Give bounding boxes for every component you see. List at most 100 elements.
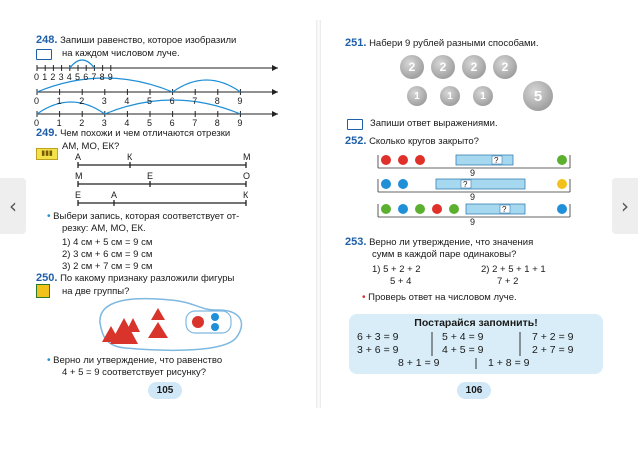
coin-2-rubles: 2 (400, 55, 424, 79)
circle-group-outline (185, 310, 232, 334)
segment-point-label: А (75, 152, 82, 162)
coin-5-rubles: 5 (523, 81, 553, 111)
ray-tick-label: 4 (124, 96, 130, 106)
ex252-heading: 252. Сколько кругов закрыто? (345, 135, 479, 148)
remember-r2-c3: 2 + 7 = 9 (532, 344, 574, 356)
ray-tick-label: 9 (237, 96, 243, 106)
ray-tick-label: 5 (75, 72, 81, 82)
bar-total: 9 (470, 217, 476, 227)
ray-tick-label: 1 (56, 118, 62, 128)
ray-tick-label: 5 (147, 96, 153, 106)
ex249-number: 249. (36, 127, 58, 139)
segment-point-label: М (75, 171, 83, 181)
ex252-number: 252. (345, 135, 367, 147)
circle-dot (557, 155, 567, 165)
ex249-text-2: АМ, МО, ЕК? (62, 141, 120, 152)
coin-1-ruble: 1 (473, 86, 493, 106)
ruler-icon: ▮▮▮ (36, 148, 58, 160)
circle-dot (415, 204, 425, 214)
unknown-mark: ? (463, 180, 468, 189)
ex250-text-2: на две группы? (62, 286, 130, 297)
ray-tick-label: 6 (169, 118, 175, 128)
ray-tick-label: 2 (79, 118, 85, 128)
ray-tick-label: 8 (99, 72, 105, 82)
ex253-text-2: сумм в каждой паре одинаковы? (372, 249, 517, 260)
book-spine (316, 20, 321, 408)
next-page-button[interactable]: › (612, 178, 638, 234)
ex253-heading: 253. Верно ли утверждение, что значения (345, 237, 533, 249)
segment-point-label: М (243, 152, 251, 162)
ex253-pair2-a: 2) 2 + 5 + 1 + 1 (481, 264, 546, 275)
circle-dot (557, 179, 567, 189)
ex251-heading: 251. Набери 9 рублей разными способами. (345, 38, 539, 50)
chevron-left-icon: ‹ (9, 194, 17, 218)
arrow-icon (272, 65, 278, 71)
circle-dot (432, 204, 442, 214)
remember-r2-c2: 4 + 5 = 9 (442, 344, 484, 356)
red-triangle-3 (126, 318, 140, 332)
remember-r2-c1: 3 + 6 = 9 (357, 344, 399, 356)
circle-dot (449, 204, 459, 214)
ex253-check-text: Проверь ответ на числовом луче. (368, 292, 517, 303)
coin-1-ruble: 1 (440, 86, 460, 106)
page-number-left: 105 (148, 382, 182, 399)
ray-tick-label: 6 (83, 72, 89, 82)
segment-point-label: Е (75, 190, 82, 200)
ray-tick-label: 7 (91, 72, 97, 82)
circle-dot (381, 204, 391, 214)
remember-title: Постарайся запомнить! (414, 317, 538, 329)
ray-tick-label: 6 (169, 96, 175, 106)
coin-1-ruble: 1 (407, 86, 427, 106)
ex250-question: • Верно ли утверждение, что равенство (47, 355, 222, 366)
red-triangle-2 (110, 318, 138, 344)
ex253-pair1-b: 5 + 4 (390, 276, 412, 287)
remember-r1-c3: 7 + 2 = 9 (532, 331, 574, 343)
ex249-option-3: 3) 2 см + 7 см = 9 см (62, 261, 153, 272)
ray-tick-label: 0 (34, 118, 40, 128)
ray-tick-label: 4 (124, 118, 130, 128)
ex248-heading: 248. Запиши равенство, которое изобразил… (36, 34, 291, 47)
circle-dot (381, 179, 391, 189)
segment-point-label: А (111, 190, 118, 200)
ex251-text: Набери 9 рублей разными способами. (369, 38, 539, 49)
blue-circle-1 (211, 313, 219, 321)
ray-tick-label: 9 (237, 118, 243, 128)
ex249-text: Чем похожи и чем отличаются отрезки (60, 128, 231, 139)
ray-tick-label: 7 (192, 118, 198, 128)
prev-page-button[interactable]: ‹ (0, 178, 26, 234)
ex250-heading: 250. По какому признаку разложили фигуры (36, 272, 234, 285)
person-icon (36, 284, 50, 298)
ray-tick-label: 3 (101, 96, 107, 106)
jump-arc (69, 59, 95, 69)
group-outline (99, 297, 243, 352)
question-box (499, 204, 511, 214)
ex253-pair1-a: 1) 5 + 2 + 2 (372, 264, 421, 275)
red-triangle-5 (151, 308, 165, 320)
ex250-question-2: 4 + 5 = 9 соответствует рисунку? (62, 367, 207, 378)
bar-total: 9 (470, 168, 476, 178)
ex249-question-2: резку: АМ, МО, ЕК. (62, 223, 146, 234)
ex253-check: • Проверь ответ на числовом луче. (362, 292, 517, 303)
ray-tick-label: 3 (101, 118, 107, 128)
bullet-icon: • (362, 292, 366, 303)
book-icon (36, 49, 52, 60)
ex248-text-2: на каждом числовом луче. (62, 48, 180, 59)
ray-tick-label: 4 (66, 72, 72, 82)
jump-arc (104, 99, 241, 115)
arrow-icon (272, 111, 278, 117)
ray-tick-label: 5 (147, 118, 153, 128)
circle-dot (398, 179, 408, 189)
ex250-question-text: Верно ли утверждение, что равенство (53, 355, 223, 366)
red-circle (192, 316, 204, 328)
remember-r1-c1: 6 + 3 = 9 (357, 331, 399, 343)
ex250-number: 250. (36, 272, 58, 284)
circle-dot (557, 204, 567, 214)
page-number-right: 106 (457, 382, 491, 399)
ray-tick-label: 1 (56, 96, 62, 106)
ray-tick-label: 0 (34, 96, 40, 106)
ex249-question: • Выбери запись, которая соответствует о… (47, 211, 239, 222)
ray-tick-label: 1 (42, 72, 48, 82)
ex248-number: 248. (36, 34, 58, 46)
bar-total: 9 (470, 192, 476, 202)
